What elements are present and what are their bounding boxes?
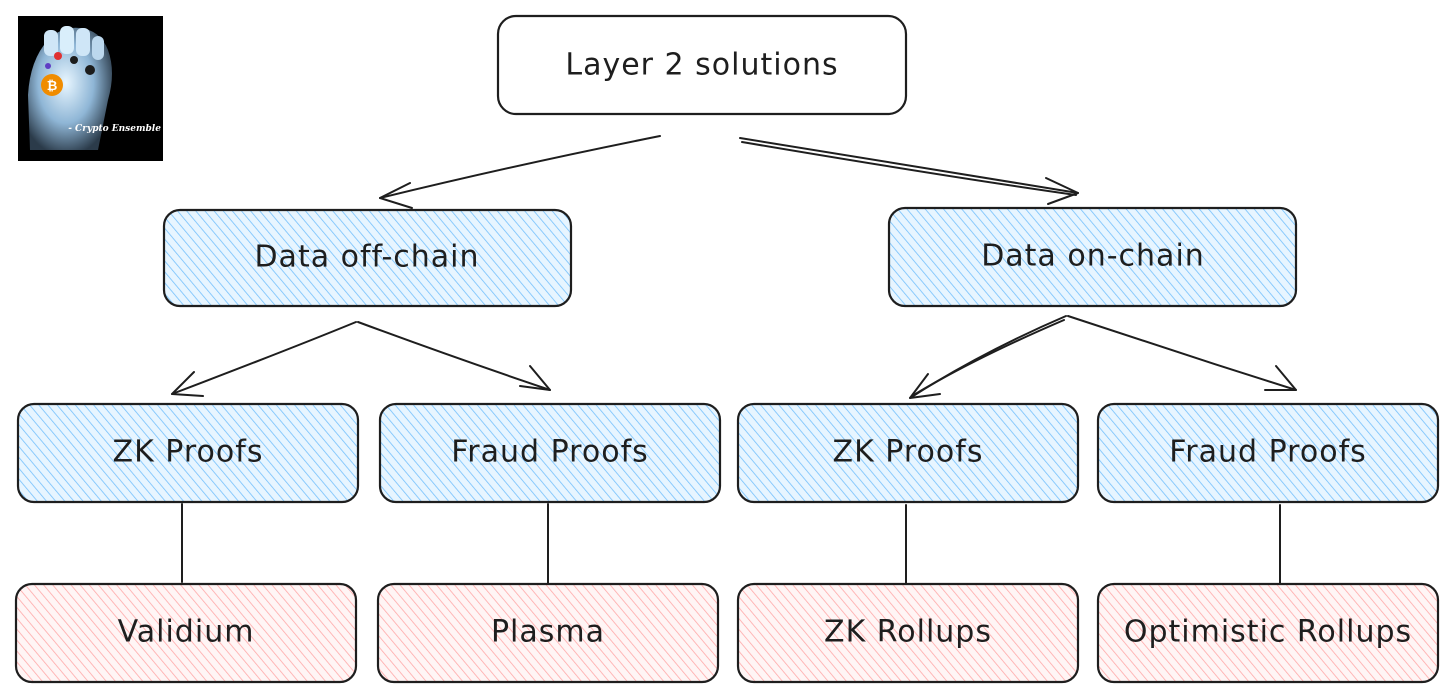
gauntlet-bitcoin-icon: ₿: [28, 26, 112, 150]
edge-onchain-zk: [909, 315, 1067, 399]
bitcoin-symbol: ₿: [47, 79, 58, 94]
node-data-on-chain: Data on-chain: [887, 206, 1298, 308]
node-plasma-label: Plasma: [491, 615, 605, 650]
node-root-label: Layer 2 solutions: [565, 48, 838, 83]
node-zk-rollups: ZK Rollups: [736, 582, 1080, 684]
node-offchain-zk-proofs: ZK Proofs: [16, 402, 360, 504]
node-validium-label: Validium: [118, 615, 255, 650]
edge-root-offchain: [379, 135, 661, 209]
node-optimistic-rollups: Optimistic Rollups: [1096, 582, 1440, 684]
edge-onchain-fraud: [1067, 315, 1297, 391]
edge-offchain-zk: [171, 321, 357, 397]
node-offchain-fraud-proofs: Fraud Proofs: [378, 402, 722, 504]
edge-offchain-fraud: [357, 321, 551, 391]
node-optimistic-rollups-label: Optimistic Rollups: [1124, 615, 1412, 650]
node-offchain-fraud-proofs-label: Fraud Proofs: [451, 435, 649, 470]
crypto-ensemble-logo: ₿ - Crypto Ensemble -: [18, 16, 168, 161]
node-onchain-fraud-proofs-label: Fraud Proofs: [1169, 435, 1367, 470]
node-data-off-chain-label: Data off-chain: [254, 240, 479, 275]
node-root: Layer 2 solutions: [496, 14, 908, 116]
logo-text: - Crypto Ensemble -: [68, 124, 168, 134]
node-data-off-chain: Data off-chain: [162, 208, 573, 308]
node-validium: Validium: [14, 582, 358, 684]
node-onchain-zk-proofs-label: ZK Proofs: [833, 435, 984, 470]
node-zk-rollups-label: ZK Rollups: [824, 615, 992, 650]
node-onchain-zk-proofs: ZK Proofs: [736, 402, 1080, 504]
node-data-on-chain-label: Data on-chain: [981, 239, 1205, 274]
edge-root-onchain: [739, 137, 1079, 205]
node-plasma: Plasma: [376, 582, 720, 684]
node-offchain-zk-proofs-label: ZK Proofs: [113, 435, 264, 470]
node-onchain-fraud-proofs: Fraud Proofs: [1096, 402, 1440, 504]
